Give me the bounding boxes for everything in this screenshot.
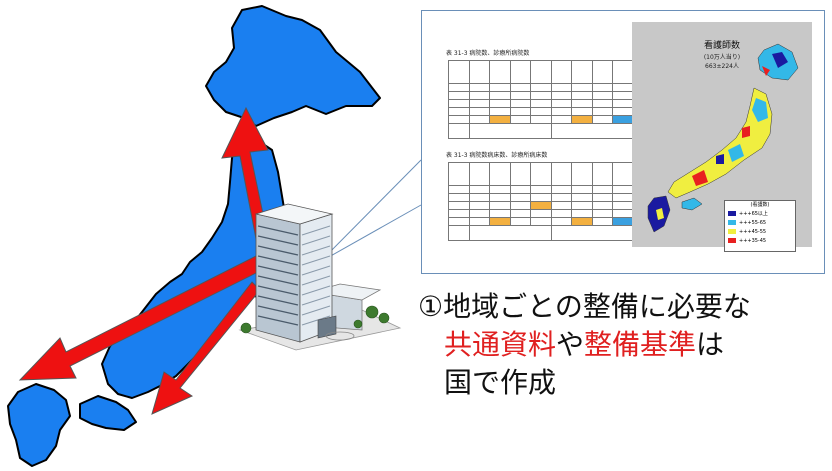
- legend-item: +++65以上: [725, 209, 795, 218]
- choropleth-map: [647, 43, 799, 233]
- caption-standards: 整備基準: [584, 328, 697, 361]
- caption-line-1: ①地域ごとの整備に必要な: [418, 290, 751, 323]
- caption-conjunction: や: [556, 328, 585, 361]
- table1-caption: 表 31-3 病院数、診療所病院数: [446, 50, 530, 57]
- japan-map-icon: [7, 5, 381, 467]
- kyushu-island: [7, 383, 71, 467]
- map-legend: (看護数) +++65以上 +++55-65 +++45-55 +++35-45: [724, 200, 796, 252]
- legend-swatch: [728, 238, 736, 243]
- caption-particle: は: [696, 328, 725, 361]
- callout-pointer: [319, 159, 422, 263]
- table1: [448, 60, 635, 139]
- table2: [448, 162, 635, 241]
- legend-swatch: [728, 229, 736, 234]
- document-page: 表 31-3 病院数、診療所病院数 表 31-3 病院数病床数、診療所病床数: [426, 14, 635, 270]
- map-subtitle-2: 663±224人: [705, 63, 739, 70]
- legend-item: +++45-55: [725, 227, 795, 236]
- map-title: 看護師数: [703, 41, 740, 51]
- legend-swatch: [728, 220, 736, 225]
- legend-swatch: [728, 211, 736, 216]
- table2-caption: 表 31-3 病院数病床数、診療所病床数: [446, 152, 548, 159]
- legend-item: +++35-45: [725, 236, 795, 245]
- shikoku-island: [79, 395, 137, 431]
- legend-item: +++55-65: [725, 218, 795, 227]
- caption-line-3: 国で作成: [444, 366, 557, 399]
- caption-common-materials: 共通資料: [444, 328, 557, 361]
- hokkaido-island: [205, 5, 381, 127]
- red-arrow-icon: [18, 255, 263, 381]
- caption: ①地域ごとの整備に必要な 共通資料や整備基準は 国で作成: [418, 288, 828, 402]
- office-building-icon: [238, 203, 402, 351]
- caption-line-2: 共通資料や整備基準は: [418, 326, 828, 364]
- red-arrow-icon: [151, 281, 261, 415]
- map-subtitle-1: (10万人当り): [703, 54, 741, 61]
- legend-title: (看護数): [750, 202, 770, 208]
